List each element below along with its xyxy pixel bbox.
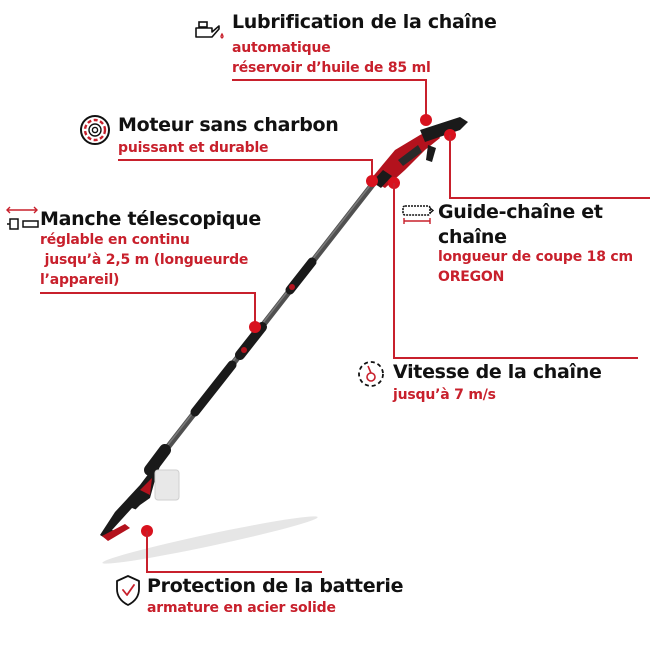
oil-can-icon: [195, 21, 224, 39]
feature-detail: armature en acier solide: [147, 600, 336, 616]
feature-detail: longueur de coupe 18 cm: [438, 249, 633, 265]
brushless-motor-icon: [80, 115, 110, 145]
feature-title: Moteur sans charbon: [118, 114, 339, 136]
battery-protection-leader-line: [146, 571, 322, 573]
telescopic-hotspot[interactable]: [249, 321, 261, 333]
feature-detail: automatique: [232, 40, 331, 56]
motor-leader-line-vertical: [371, 159, 373, 179]
feature-detail: réservoir d’huile de 85 ml: [232, 60, 431, 76]
feature-detail: puissant et durable: [118, 140, 269, 156]
shield-check-icon: [116, 575, 140, 606]
telescopic-leader-line-vertical: [254, 292, 256, 324]
feature-title: Protection de la batterie: [147, 575, 404, 597]
feature-title: chaîne: [438, 226, 507, 248]
lubrication-leader-line-vertical: [425, 79, 427, 119]
feature-detail: jusqu’à 7 m/s: [393, 387, 496, 403]
feature-title: Guide-chaîne et: [438, 201, 603, 223]
telescopic-leader-line: [40, 292, 256, 294]
motor-leader-line: [118, 159, 373, 161]
feature-title: Manche télescopique: [40, 208, 261, 230]
chain-speed-leader-line-vertical: [393, 183, 395, 358]
bar-chain-leader-line: [449, 197, 650, 199]
lubrication-leader-line: [232, 79, 427, 81]
feature-detail: OREGON: [438, 269, 505, 285]
bar-chain-leader-line-vertical: [449, 135, 451, 198]
chain-speed-leader-line: [393, 357, 638, 359]
feature-detail: l’appareil): [40, 272, 120, 288]
feature-title: Vitesse de la chaîne: [393, 361, 602, 383]
chain-bar-icon: [402, 205, 435, 224]
lubrication-hotspot[interactable]: [420, 114, 432, 126]
feature-detail: jusqu’à 2,5 m (longueurde: [40, 252, 249, 268]
motor-hotspot[interactable]: [366, 175, 378, 187]
telescopic-handle-icon: [6, 206, 39, 230]
battery-protection-leader-line-vertical: [146, 531, 148, 573]
feature-detail: réglable en continu: [40, 232, 190, 248]
speedometer-icon: [358, 361, 384, 387]
feature-title: Lubrification de la chaîne: [232, 11, 497, 33]
